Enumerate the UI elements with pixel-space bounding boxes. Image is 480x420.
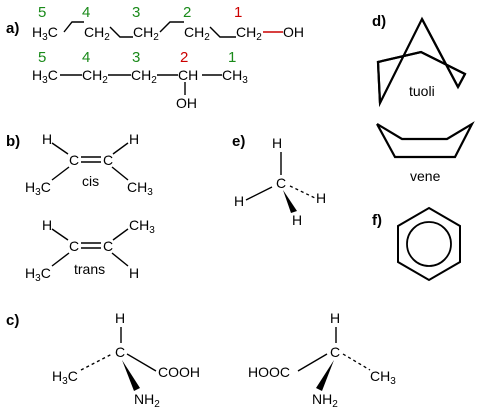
ala-left-c: C xyxy=(115,344,125,360)
chain2-group-3: CH2 xyxy=(131,67,157,86)
panel-e-label: e) xyxy=(232,133,245,150)
chain1-number-4: 4 xyxy=(82,4,90,21)
chain2-group-2: CH2 xyxy=(82,67,108,86)
ala-right-nh2: NH2 xyxy=(312,391,338,410)
cis-c-left: C xyxy=(69,152,79,168)
methane-h-right: H xyxy=(316,190,326,206)
methane-bond-left xyxy=(245,186,273,201)
methane-c: C xyxy=(276,175,286,191)
ala-left-bond-methyl xyxy=(80,353,113,371)
ala-left-bond-cooh xyxy=(126,353,157,372)
methane-h-top: H xyxy=(272,135,282,151)
trans-methyl-right: CH3 xyxy=(129,217,155,236)
chain1-number-5: 5 xyxy=(38,4,46,21)
chain2-number-1: 1 xyxy=(228,49,236,66)
cis-methyl-left: H3C xyxy=(25,179,51,198)
cis-h-right: H xyxy=(129,131,139,147)
chain2-group-5: CH3 xyxy=(222,67,248,86)
ala-right-h: H xyxy=(330,310,340,326)
trans-methyl-left: H3C xyxy=(25,265,51,284)
chain1-group-2: CH2 xyxy=(84,24,110,43)
ala-right-c: C xyxy=(330,344,340,360)
trans-bond-me-left xyxy=(51,252,70,267)
cis-bond-h-left xyxy=(51,142,69,155)
panel-d-label: d) xyxy=(372,13,386,30)
cis-bond-me-left xyxy=(51,166,70,181)
cis-bond-h-right xyxy=(112,142,129,155)
benzene-ring xyxy=(397,206,461,282)
cis-bond-me-right xyxy=(111,166,129,181)
trans-bond-h-right xyxy=(111,252,129,267)
chain1-bond-2 xyxy=(109,26,133,38)
chain2-number-3: 3 xyxy=(132,49,140,66)
cis-c-right: C xyxy=(103,152,113,168)
methane-h-bottom: H xyxy=(292,212,302,228)
ala-right-cooh: HOOC xyxy=(248,364,290,380)
chain2-number-2: 2 xyxy=(180,49,188,66)
methane-wedge-bottom xyxy=(283,190,297,213)
trans-h-left: H xyxy=(42,217,52,233)
chain1-number-2: 2 xyxy=(183,4,191,21)
ala-left-h: H xyxy=(115,310,125,326)
chain1-bond-4 xyxy=(209,26,236,38)
panel-a-label: a) xyxy=(6,20,19,37)
chain1-group-4: CH2 xyxy=(184,24,210,43)
chain1-bond-1 xyxy=(63,21,84,33)
chair-label: tuoli xyxy=(409,83,435,99)
chain2-group-1: H3C xyxy=(32,67,58,86)
cis-h-left: H xyxy=(42,131,52,147)
benzene-aromatic-circle xyxy=(406,221,452,267)
chain1-number-1: 1 xyxy=(234,4,242,21)
chain2-group-4: CH xyxy=(178,67,198,83)
chain2-oh: OH xyxy=(176,95,197,111)
chain1-bond-3 xyxy=(159,21,184,33)
trans-bond-me-right xyxy=(112,228,129,241)
cis-name: cis xyxy=(82,173,99,189)
trans-h-right: H xyxy=(129,265,139,281)
ala-right-methyl: CH3 xyxy=(370,368,396,387)
ala-left-nh2: NH2 xyxy=(134,391,160,410)
trans-bond-h-left xyxy=(51,228,69,241)
trans-c-right: C xyxy=(103,238,113,254)
chain1-number-3: 3 xyxy=(132,4,140,21)
ala-left-wedge-nh2 xyxy=(122,360,140,391)
chair-bond-a xyxy=(457,73,466,88)
panel-c-label: c) xyxy=(6,312,19,329)
cyclohexane-boat xyxy=(376,121,475,159)
trans-c-left: C xyxy=(69,238,79,254)
chain1-oh: OH xyxy=(283,24,304,40)
ala-left-cooh: COOH xyxy=(158,364,200,380)
chain1-group-1: H3C xyxy=(32,24,58,43)
boat-label: vene xyxy=(410,168,441,184)
panel-f-label: f) xyxy=(372,212,382,229)
methane-h-left: H xyxy=(234,193,244,209)
cis-methyl-right: CH3 xyxy=(127,179,153,198)
chain2-number-4: 4 xyxy=(82,49,90,66)
ala-right-bond-cooh xyxy=(297,353,328,372)
panel-b-label: b) xyxy=(6,133,20,150)
chair-outline xyxy=(376,50,466,104)
ala-right-bond-methyl xyxy=(342,353,371,371)
chair-bond-b xyxy=(421,18,459,88)
ala-right-wedge-nh2 xyxy=(316,360,334,391)
methane-bond-right xyxy=(289,185,316,199)
chain1-group-5: CH2 xyxy=(236,24,262,43)
chain1-group-3: CH2 xyxy=(133,24,159,43)
trans-name: trans xyxy=(74,261,105,277)
chain2-number-5: 5 xyxy=(38,49,46,66)
ala-left-methyl: H3C xyxy=(52,368,78,387)
